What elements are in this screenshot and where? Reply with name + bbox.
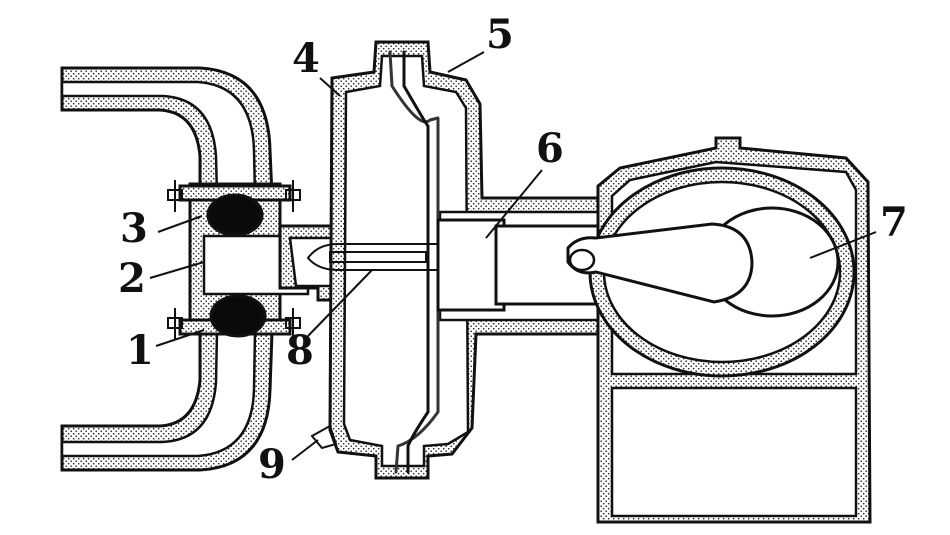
label-6: 6 [536,125,564,172]
upper-pipe [60,66,274,198]
lower-valve-ball [209,294,267,338]
upper-valve-ball [206,193,264,237]
label-3: 3 [120,205,148,252]
bolts [167,180,301,340]
leader-lines [149,51,877,461]
label-1: 1 [126,327,154,374]
label-5: 5 [486,11,514,58]
connecting-rod [566,222,754,304]
label-8: 8 [286,327,314,374]
diaphragm [388,50,440,474]
drain-plug [310,424,338,450]
label-7: 7 [880,199,908,246]
label-4: 4 [292,35,320,82]
label-9: 9 [258,441,286,488]
label-2: 2 [118,255,146,302]
lower-pipe [60,330,274,472]
